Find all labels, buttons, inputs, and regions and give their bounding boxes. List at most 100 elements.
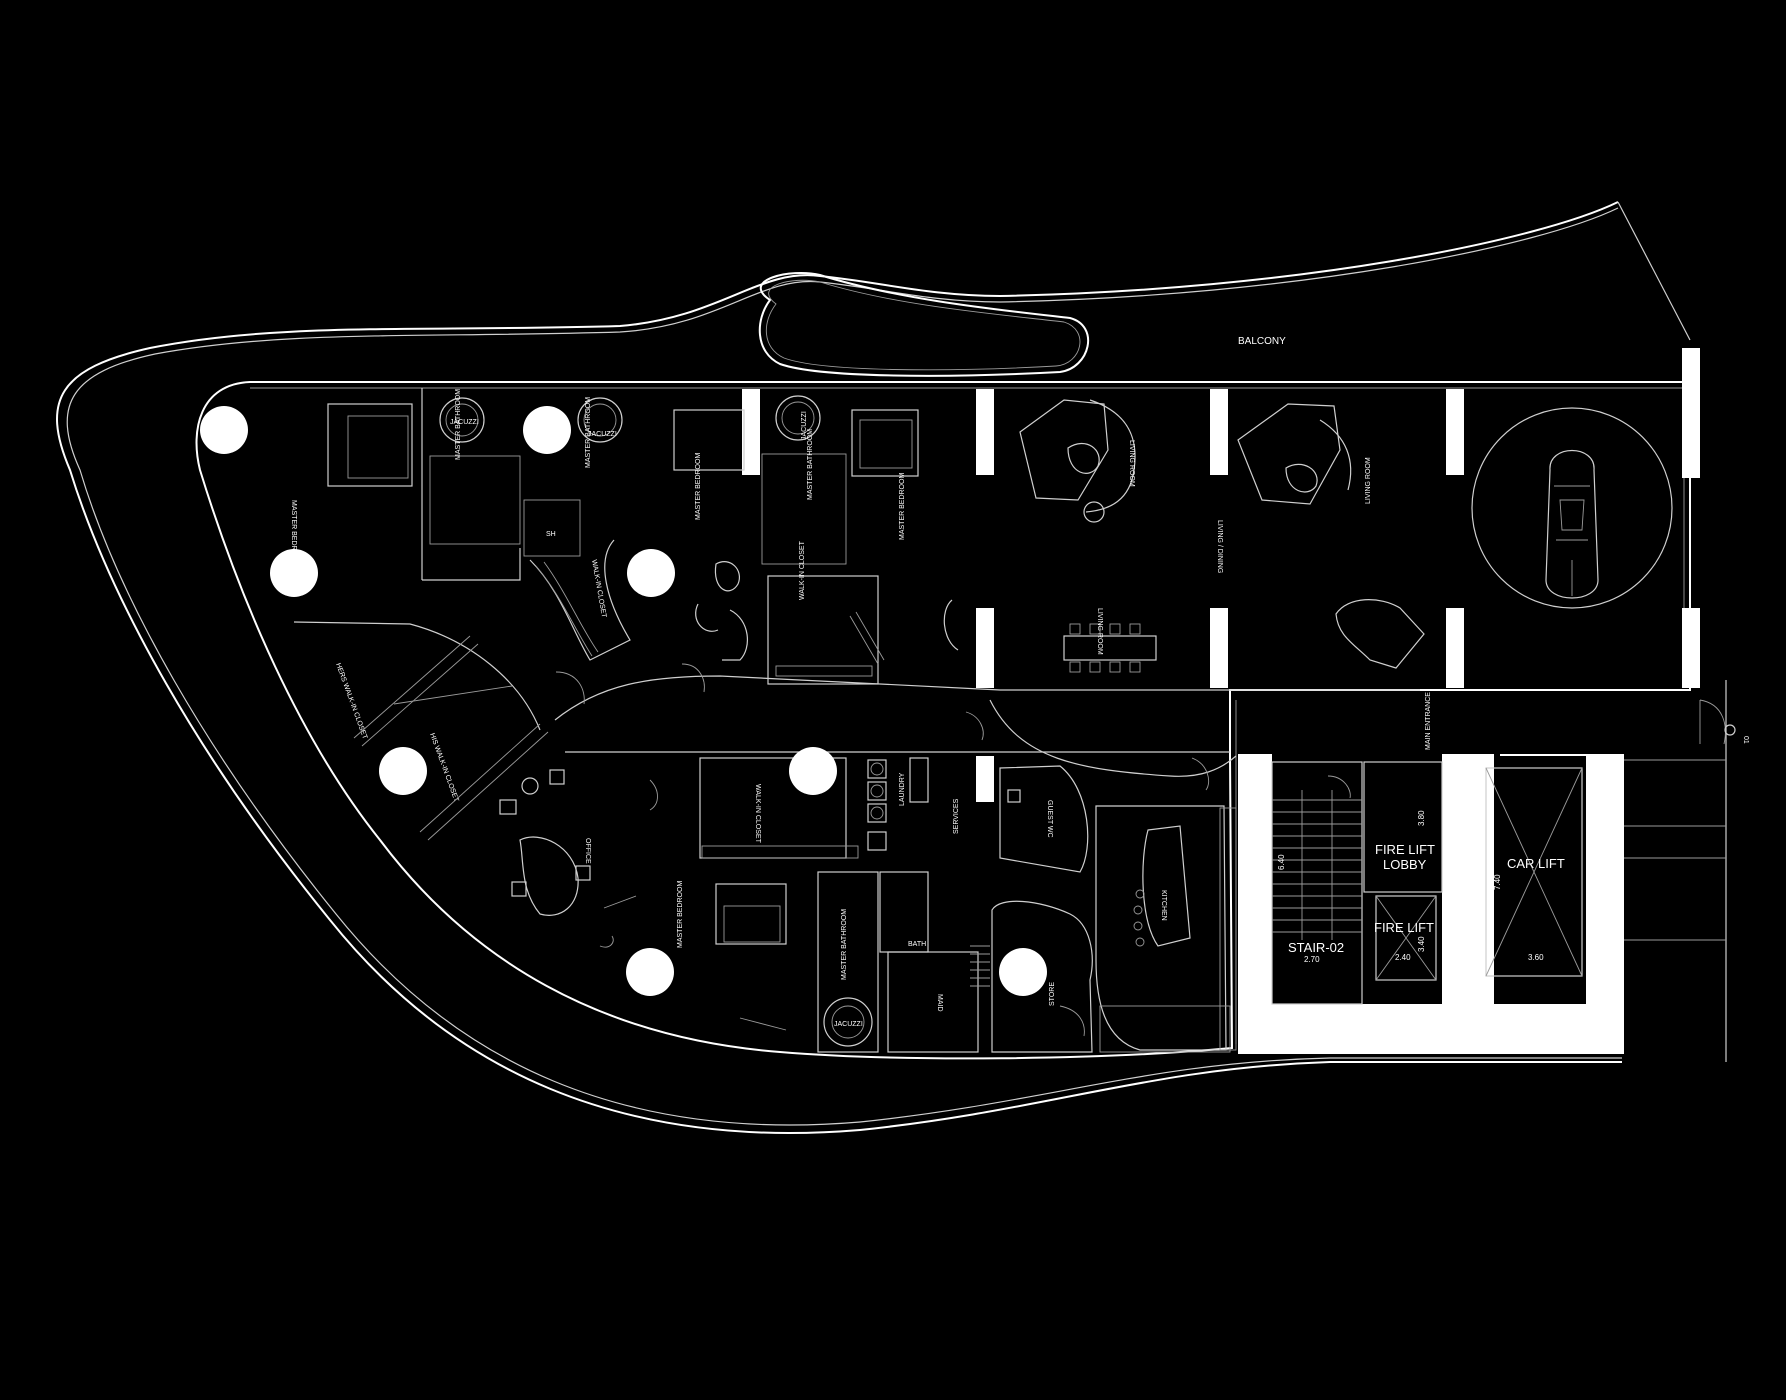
stair-height-dim: 6.40 xyxy=(1277,854,1286,870)
office-label: OFFICE xyxy=(584,838,591,864)
laundry-label: LAUNDRY xyxy=(899,772,906,806)
car-icon xyxy=(1545,450,1599,599)
core-wall xyxy=(1238,1004,1624,1054)
main-entrance-label: MAIN ENTRANCE xyxy=(1425,692,1432,750)
walk-in-closet-2 xyxy=(767,575,879,685)
walk-in-closet-1 xyxy=(529,539,631,661)
jacuzzi-tub xyxy=(577,397,623,443)
column-wall xyxy=(742,389,760,475)
living-room-2-label: LIVING ROOM xyxy=(1365,457,1372,504)
outer-slab-outline xyxy=(56,201,1622,1134)
jacuzzi-3-label: JACUZZI xyxy=(834,1021,863,1028)
stair-width-dim: 2.70 xyxy=(1304,955,1320,964)
walk-in-closet-2-label: WALK-IN CLOSET xyxy=(799,540,806,600)
master-bathroom-1-label: MASTER BATHROOM xyxy=(455,389,462,460)
marker-dot xyxy=(200,406,248,454)
jacuzzi-tub xyxy=(775,395,821,441)
car-lift-height-dim: 7.40 xyxy=(1493,874,1502,890)
outer-slab-inner-outline xyxy=(66,207,1622,1126)
jacuzzi-4-label: JACUZZI xyxy=(801,411,808,440)
stools xyxy=(1133,889,1145,947)
his-walk-in-closet-label: HIS WALK-IN CLOSET xyxy=(428,732,460,803)
section-marker-label: 01 xyxy=(1742,736,1749,744)
corridor-curve xyxy=(989,699,1237,777)
closet-racks-his xyxy=(419,723,549,841)
entrance-steps xyxy=(1624,759,1726,941)
master-bedroom-3-label: MASTER BEDROOM xyxy=(899,473,906,540)
building-outline xyxy=(195,381,1691,1060)
door-swings xyxy=(555,663,1351,1037)
living-dining-label: LIVING / DINING xyxy=(1216,520,1223,573)
guest-wc xyxy=(999,765,1089,873)
kitchen xyxy=(1095,805,1227,1051)
lobby-dim: 3.80 xyxy=(1417,810,1426,826)
kitchen-island xyxy=(1142,825,1191,947)
svg-text:SH: SH xyxy=(546,531,556,538)
closet-rack xyxy=(535,561,599,657)
bed xyxy=(327,403,413,487)
master-bedroom-4-label: MASTER BEDROOM xyxy=(677,881,684,948)
column-wall xyxy=(976,608,994,688)
marker-dot xyxy=(627,549,675,597)
fire-lift-lobby-label-1: FIRE LIFT xyxy=(1375,842,1435,857)
services-label: SERVICES xyxy=(953,798,960,834)
jacuzzi-tub xyxy=(823,997,873,1047)
maid-label: MAID xyxy=(936,994,943,1012)
marker-dot xyxy=(379,747,427,795)
corridor-upper-wall xyxy=(554,675,1420,721)
fire-lift-width-dim: 2.40 xyxy=(1395,953,1411,962)
entrance-door xyxy=(1699,699,1726,745)
column-wall xyxy=(1446,389,1464,475)
master-bedroom-2-label: MASTER BEDROOM xyxy=(695,453,702,520)
office-desk xyxy=(519,836,579,916)
column-wall xyxy=(1210,608,1228,688)
bed xyxy=(851,409,919,477)
column-wall xyxy=(1210,389,1228,475)
car-turntable xyxy=(1471,407,1673,609)
balcony-label: BALCONY xyxy=(1238,336,1286,347)
walk-in-closet-3-label: WALK-IN CLOSET xyxy=(754,784,761,844)
marker-dot xyxy=(523,406,571,454)
kitchen-counter-hatch xyxy=(1219,807,1237,1051)
store-label: STORE xyxy=(1049,982,1056,1006)
fire-lift-shaft xyxy=(1375,895,1437,981)
bath-label: BATH xyxy=(908,941,926,948)
closet-racks-hers xyxy=(353,635,513,747)
maid-stair xyxy=(970,945,990,987)
store xyxy=(991,900,1093,1053)
fire-lift-lobby xyxy=(1363,761,1443,893)
jacuzzi-tub xyxy=(439,397,485,443)
marker-dot xyxy=(626,948,674,996)
master-bedroom-1-label: MASTER BEDROOM xyxy=(290,500,297,567)
stair-enclosure xyxy=(1271,761,1363,1005)
car-lift-label: CAR LIFT xyxy=(1507,856,1565,871)
laundry-machines xyxy=(867,759,887,851)
column-wall xyxy=(976,756,994,802)
sofa xyxy=(1237,403,1341,505)
guest-wc-label: GUEST WC xyxy=(1046,800,1053,838)
column-wall xyxy=(1682,348,1700,478)
hers-walk-in-closet-label: HERS WALK-IN CLOSET xyxy=(334,662,368,740)
core-wall xyxy=(1442,754,1480,1004)
bed xyxy=(715,883,787,945)
balcony-pool-inner xyxy=(765,279,1081,371)
balcony-edge-line xyxy=(1617,201,1691,341)
car-lift-width-dim: 3.60 xyxy=(1528,953,1544,962)
fire-lift-label: FIRE LIFT xyxy=(1374,920,1434,935)
svg-text:MASTER BATHROOM: MASTER BATHROOM xyxy=(807,429,814,500)
balcony-pool xyxy=(758,272,1089,377)
fire-lift-height-dim: 3.40 xyxy=(1417,936,1426,952)
bed xyxy=(673,409,745,471)
living-room-1-label: LIVING ROOM xyxy=(1128,440,1135,487)
column-wall xyxy=(1446,608,1464,688)
closet-rack xyxy=(849,611,885,665)
master-bathroom-2-label: MASTER BATHROOM xyxy=(585,397,592,468)
marker-dot xyxy=(789,747,837,795)
lounge-seat xyxy=(714,561,740,592)
column-wall xyxy=(1682,608,1700,688)
sofa xyxy=(1019,399,1109,501)
jacuzzi-2-label: JACUZZI xyxy=(588,431,617,438)
fire-lift-lobby-label-2: LOBBY xyxy=(1383,857,1427,872)
stair-treads xyxy=(1272,790,1362,940)
dining-chairs xyxy=(1069,623,1141,673)
